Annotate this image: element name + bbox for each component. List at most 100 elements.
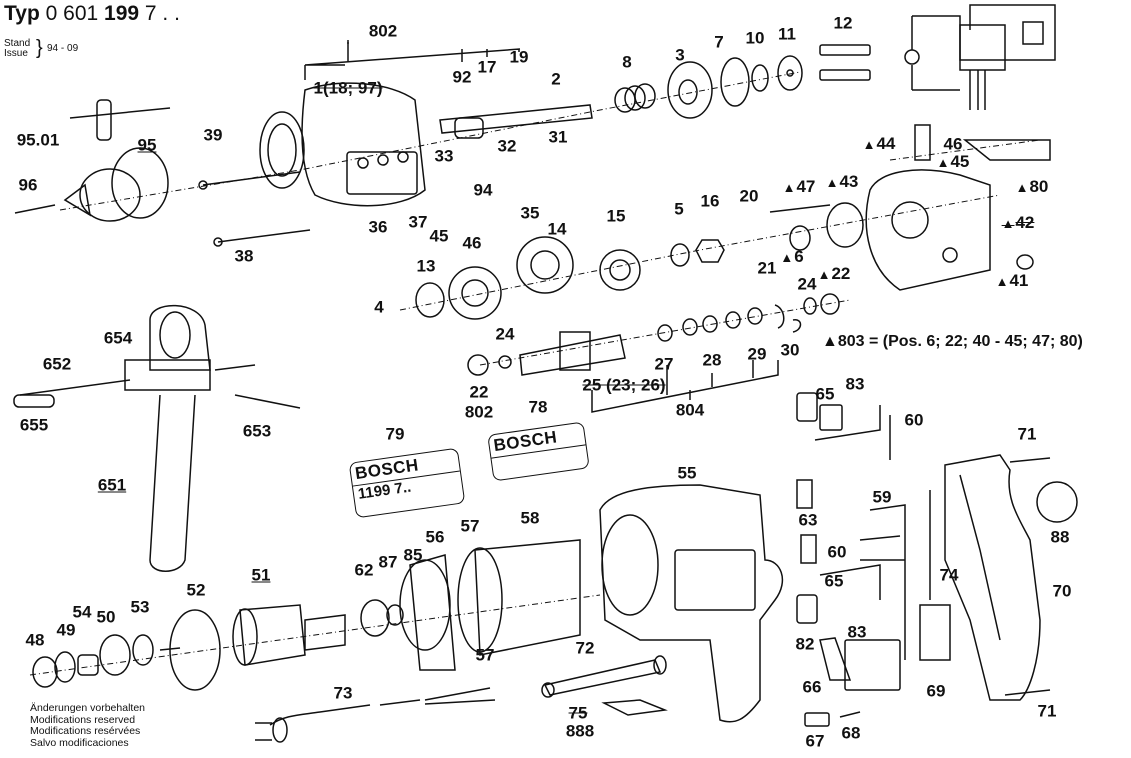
callout-text: 56 bbox=[425, 527, 445, 547]
callout-text: 30 bbox=[780, 340, 800, 360]
callout-653: 653 bbox=[243, 423, 271, 440]
callout-text: 39 bbox=[203, 125, 223, 145]
callout-text: 653 bbox=[242, 421, 272, 441]
triangle-icon: ▲ bbox=[936, 155, 950, 170]
callout-text: 55 bbox=[677, 463, 697, 483]
callout-15: 15 bbox=[607, 208, 626, 225]
callout-46b: 46 bbox=[944, 136, 963, 153]
triangle-icon: ▲ bbox=[817, 267, 831, 282]
callout-text: 73 bbox=[333, 683, 353, 703]
footer-line-de: Änderungen vorbehalten bbox=[30, 702, 146, 714]
callout-text: 651 bbox=[97, 475, 127, 495]
callout-73: 73 bbox=[334, 685, 353, 702]
callout-text: 13 bbox=[416, 256, 436, 276]
callout-text: 27 bbox=[654, 354, 674, 374]
callout-text: 82 bbox=[795, 634, 815, 654]
spindle-parts bbox=[614, 44, 871, 119]
callout-text: 65 bbox=[815, 384, 835, 404]
diagram-title: Typ 0 601 199 7 . . bbox=[4, 2, 180, 26]
callout-82: 82 bbox=[796, 636, 815, 653]
callout-51: 51 bbox=[252, 567, 271, 584]
callout-80: ▲80 bbox=[1016, 178, 1049, 196]
countershaft bbox=[467, 293, 840, 376]
callout-5: 5 bbox=[674, 201, 683, 218]
callout-65a: 65 bbox=[816, 386, 835, 403]
power-cord bbox=[255, 687, 496, 743]
callout-text: 72 bbox=[575, 638, 595, 658]
callout-text: 32 bbox=[497, 136, 517, 156]
callout-text: 43 bbox=[839, 172, 859, 191]
callout-43: ▲43 bbox=[826, 173, 859, 191]
callout-text: 45 bbox=[429, 226, 449, 246]
callout-text: 69 bbox=[926, 681, 946, 701]
circuit-diagram bbox=[904, 4, 1056, 110]
switch-unit bbox=[804, 604, 951, 727]
callout-69: 69 bbox=[927, 683, 946, 700]
callout-text: 53 bbox=[130, 597, 150, 617]
callout-59: 59 bbox=[873, 489, 892, 506]
callout-87: 87 bbox=[379, 554, 398, 571]
callout-802-bot: 802 bbox=[465, 404, 493, 421]
callout-655: 655 bbox=[20, 417, 48, 434]
callout-13: 13 bbox=[417, 258, 436, 275]
callout-60b: 60 bbox=[828, 544, 847, 561]
callout-8: 8 bbox=[622, 54, 631, 71]
callout-text: 41 bbox=[1009, 271, 1029, 290]
callout-text: 57 bbox=[475, 645, 495, 665]
triangle-icon: ▲ bbox=[780, 250, 794, 265]
callout-22b: ▲22 bbox=[818, 265, 851, 283]
callout-48: 48 bbox=[26, 632, 45, 649]
callout-45b: ▲45 bbox=[937, 153, 970, 171]
brush-assembly bbox=[796, 392, 931, 660]
issue-block: Stand Issue } 94 - 09 bbox=[4, 38, 78, 59]
callout-804: 804 bbox=[676, 402, 704, 419]
callout-83b: 83 bbox=[848, 624, 867, 641]
callout-text: 85 bbox=[403, 545, 423, 565]
gear-train bbox=[415, 202, 864, 320]
long-screws bbox=[198, 171, 311, 247]
callout-41: ▲41 bbox=[996, 272, 1029, 290]
callout-22a: 22 bbox=[470, 384, 489, 401]
callout-42: ▲42 bbox=[1002, 214, 1035, 232]
triangle-icon: ▲ bbox=[825, 175, 839, 190]
typ-label: Typ bbox=[4, 2, 40, 25]
callout-text: 71 bbox=[1017, 424, 1037, 444]
callout-95-01: 95.01 bbox=[17, 132, 60, 149]
footer-line-en: Modifications reserved bbox=[30, 713, 136, 726]
triangle-icon: ▲ bbox=[995, 274, 1009, 289]
callout-36: 36 bbox=[369, 219, 388, 236]
callout-text: 70 bbox=[1052, 581, 1072, 601]
guide-tube bbox=[541, 655, 668, 716]
callout-24a: 24 bbox=[496, 326, 515, 343]
callout-text: 47 bbox=[796, 177, 816, 196]
callout-text: 83 bbox=[847, 622, 867, 642]
callout-50: 50 bbox=[97, 609, 116, 626]
callout-text: 804 bbox=[675, 400, 705, 420]
callout-16: 16 bbox=[701, 193, 720, 210]
callout-text: 802 bbox=[464, 402, 494, 422]
callout-text: 7 bbox=[714, 32, 724, 52]
callout-text: 59 bbox=[872, 487, 892, 507]
callout-28: 28 bbox=[703, 352, 722, 369]
callout-57a: 57 bbox=[461, 518, 480, 535]
callout-text: 21 bbox=[757, 258, 777, 278]
callout-text: 16 bbox=[700, 191, 720, 211]
callout-17: 17 bbox=[478, 59, 497, 76]
callout-text: 42 bbox=[1015, 213, 1035, 232]
callout-text: 15 bbox=[606, 206, 626, 226]
callout-46a: 46 bbox=[463, 235, 482, 252]
callout-79: 79 bbox=[386, 426, 405, 443]
callout-text: 37 bbox=[408, 212, 428, 232]
callout-2: 2 bbox=[551, 71, 560, 88]
callout-55: 55 bbox=[678, 465, 697, 482]
callout-27: 27 bbox=[655, 356, 674, 373]
callout-text: 35 bbox=[520, 203, 540, 223]
gear-housing bbox=[259, 82, 426, 207]
callout-text: 46 bbox=[943, 134, 963, 154]
callout-12: 12 bbox=[834, 15, 853, 32]
callout-3: 3 bbox=[675, 47, 684, 64]
callout-60a: 60 bbox=[905, 412, 924, 429]
callout-text: 66 bbox=[802, 677, 822, 697]
callout-67: 67 bbox=[806, 733, 825, 750]
callout-7: 7 bbox=[714, 34, 723, 51]
